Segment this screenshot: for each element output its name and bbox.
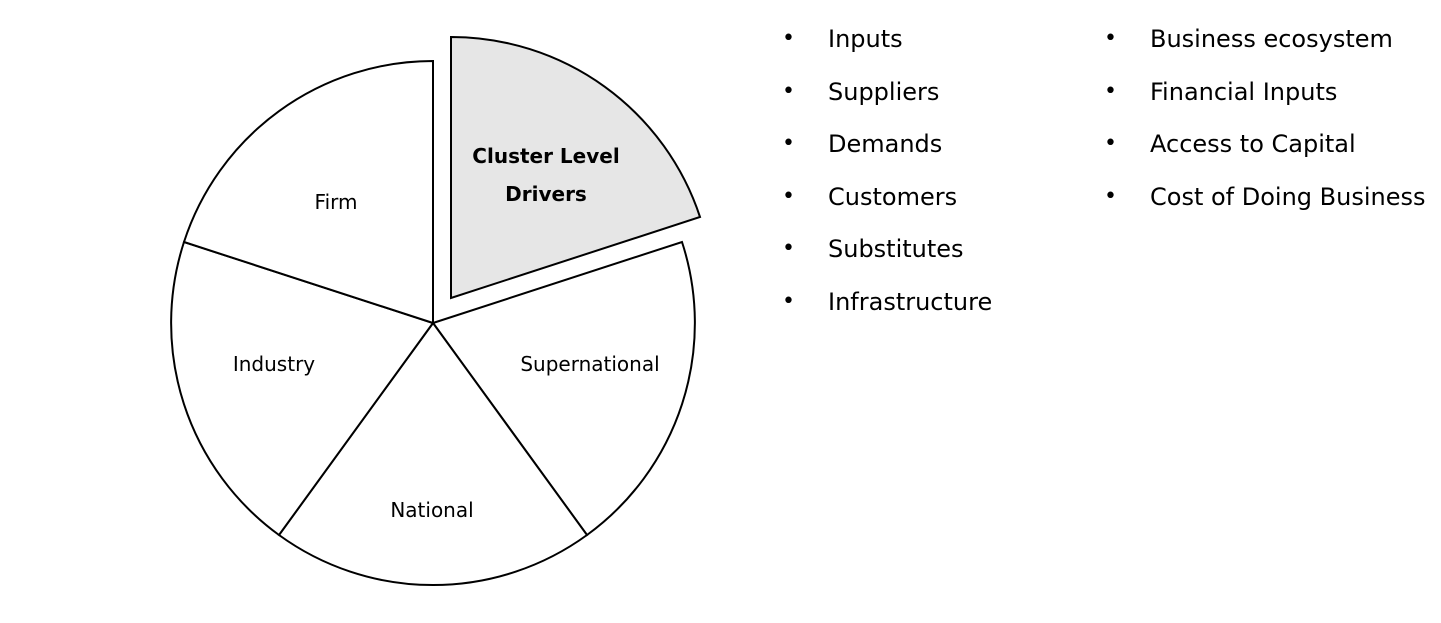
slice-label-industry: Industry bbox=[233, 352, 315, 376]
slice-industry bbox=[170, 240, 435, 537]
bullet-icon: • bbox=[1104, 183, 1117, 209]
list-item-text: Suppliers bbox=[828, 77, 940, 106]
pie-diagram: Cluster Level Drivers Supernational Nati… bbox=[170, 35, 702, 586]
slice-cluster-level-drivers bbox=[450, 35, 702, 300]
list-item-text: Substitutes bbox=[828, 235, 964, 263]
slice-label-cluster-line1: Cluster Level bbox=[472, 144, 619, 168]
list-item-text: Infrastructure bbox=[828, 287, 993, 316]
list-item-text: Inputs bbox=[828, 25, 903, 53]
list-item-text: Demands bbox=[828, 130, 943, 158]
slice-firm bbox=[182, 59, 434, 325]
bullet-icon: • bbox=[782, 288, 795, 314]
bullet-icon: • bbox=[782, 78, 795, 104]
slice-supernational bbox=[431, 240, 696, 537]
list-item-text: Business ecosystem bbox=[1150, 25, 1393, 53]
bullet-icon: • bbox=[1104, 78, 1117, 104]
bullet-icon: • bbox=[782, 26, 795, 51]
list-item-text: Cost of Doing Business bbox=[1150, 182, 1426, 211]
list-item-text: Access to Capital bbox=[1150, 130, 1356, 158]
bullet-icon: • bbox=[782, 183, 795, 209]
list-item-text: Customers bbox=[828, 182, 958, 211]
slice-label-supernational: Supernational bbox=[520, 352, 659, 376]
slice-label-firm: Firm bbox=[315, 190, 358, 214]
bullet-icon: • bbox=[1104, 26, 1117, 51]
bullet-icon: • bbox=[782, 131, 795, 156]
slice-label-national: National bbox=[390, 498, 473, 522]
bullet-icon: • bbox=[782, 236, 795, 261]
list-item-text: Financial Inputs bbox=[1150, 77, 1338, 106]
slice-national bbox=[277, 321, 589, 586]
bullet-icon: • bbox=[1104, 131, 1117, 156]
slice-label-cluster-line2: Drivers bbox=[505, 182, 587, 206]
